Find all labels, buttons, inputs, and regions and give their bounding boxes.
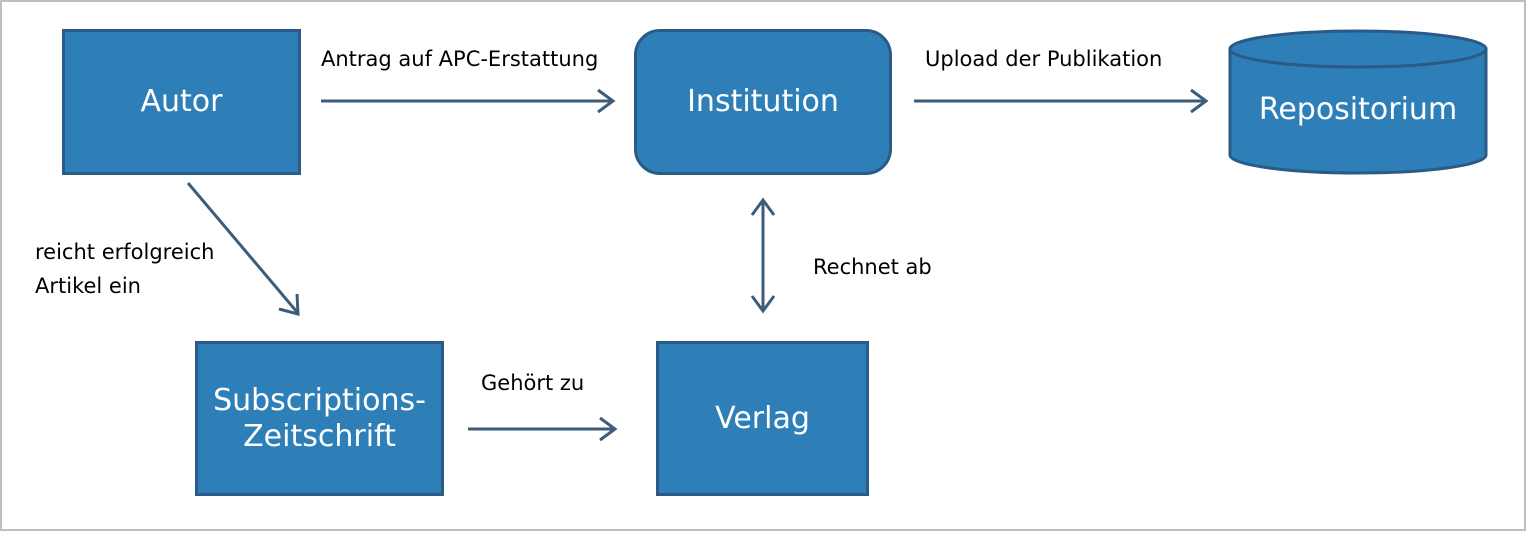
node-institution: Institution	[634, 29, 892, 175]
edge-label-rechnet-ab: Rechnet ab	[813, 255, 932, 279]
node-subscription: Subscriptions- Zeitschrift	[195, 341, 444, 496]
node-autor: Autor	[62, 29, 301, 175]
edge-label-upload: Upload der Publikation	[925, 47, 1163, 71]
edge-label-reicht-ein: reicht erfolgreich Artikel ein	[35, 240, 215, 298]
arrow-autor-institution	[321, 88, 616, 114]
arrow-subscription-verlag	[468, 416, 618, 442]
node-institution-label: Institution	[687, 84, 839, 119]
node-subscription-label: Subscriptions- Zeitschrift	[213, 382, 426, 454]
node-repositorium-label: Repositorium	[1258, 92, 1458, 127]
arrow-autor-subscription	[186, 182, 300, 316]
arrow-institution-repositorium	[914, 88, 1209, 114]
repository-cylinder	[1228, 29, 1488, 175]
node-verlag-label: Verlag	[715, 400, 810, 436]
node-verlag: Verlag	[656, 341, 869, 496]
edge-label-gehoert-zu: Gehört zu	[481, 371, 585, 395]
node-autor-label: Autor	[140, 84, 223, 119]
arrow-institution-verlag	[750, 197, 776, 314]
edge-label-antrag: Antrag auf APC-Erstattung	[321, 47, 599, 71]
